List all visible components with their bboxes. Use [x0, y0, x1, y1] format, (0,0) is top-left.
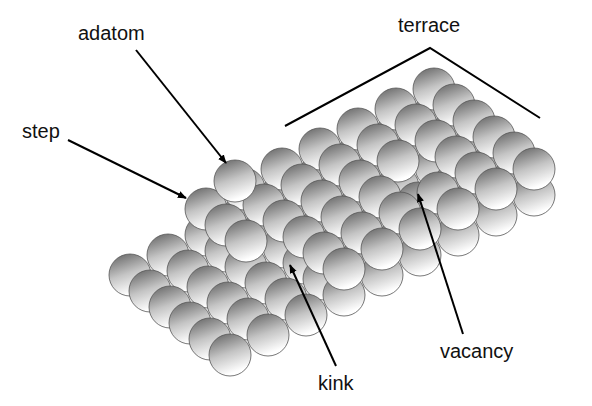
leader-line: [68, 140, 186, 198]
leader-line: [418, 194, 463, 334]
atom-sphere: [247, 314, 289, 356]
part-label: terrace: [398, 14, 460, 37]
terrace-bracket: [285, 48, 540, 126]
leader-line: [290, 265, 336, 366]
atom-sphere: [209, 334, 251, 376]
atom-lattice: [109, 68, 555, 376]
atom-sphere: [323, 248, 365, 290]
part-label: kink: [318, 372, 354, 395]
atom-sphere: [361, 228, 403, 270]
atom-sphere: [437, 188, 479, 230]
atom-sphere: [377, 140, 419, 182]
atom-sphere: [513, 148, 555, 190]
part-label: step: [22, 120, 60, 143]
leader-line: [136, 50, 226, 163]
atom-sphere: [214, 160, 256, 202]
atom-sphere: [225, 220, 267, 262]
atom-sphere: [475, 168, 517, 210]
part-label: adatom: [78, 22, 145, 45]
part-label: vacancy: [440, 340, 513, 363]
